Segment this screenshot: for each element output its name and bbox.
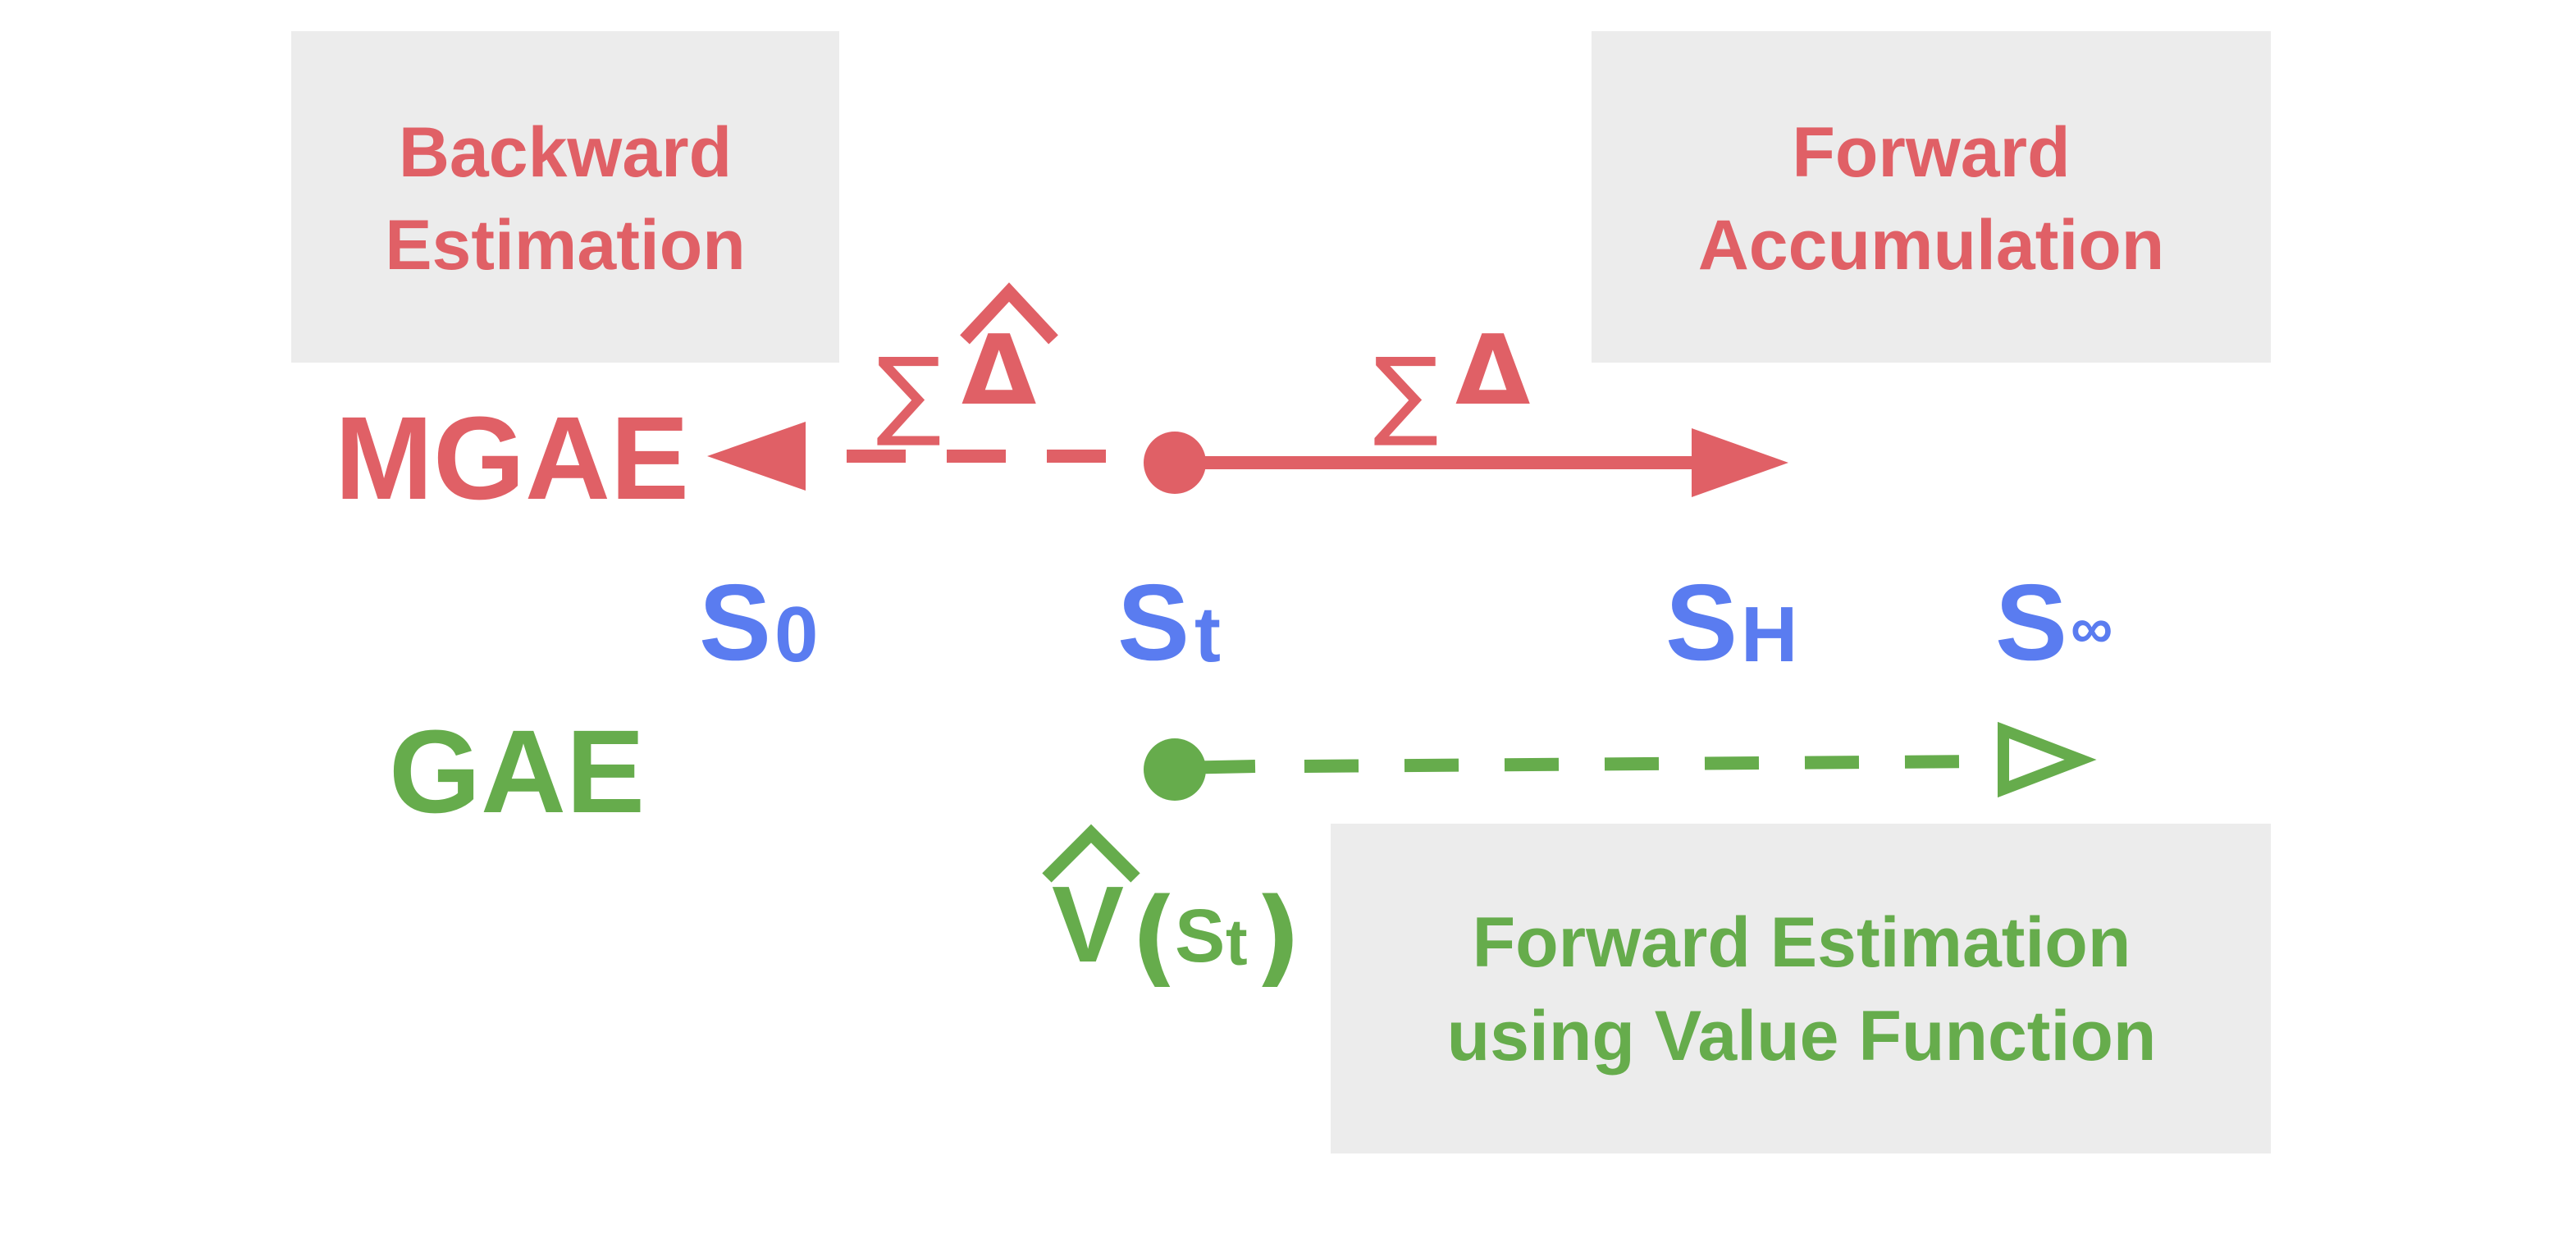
forward-delta: Δ xyxy=(1455,313,1530,427)
value-function-label: V ( S t ) xyxy=(1042,824,1302,998)
forward-estimation-line2: using Value Function xyxy=(1447,997,2157,1076)
forward-accumulation-line1: Forward xyxy=(1792,113,2070,192)
forward-accumulation-box: Forward Accumulation xyxy=(1592,31,2271,363)
value-close-paren: ) xyxy=(1254,876,1302,998)
forward-estimation-box-bg xyxy=(1331,824,2271,1153)
forward-sigma: ∑ xyxy=(1373,336,1439,450)
backward-estimation-line2: Estimation xyxy=(385,206,746,285)
forward-sum-symbol: ∑ Δ xyxy=(1373,313,1530,450)
value-open-paren: ( xyxy=(1130,876,1179,998)
backward-estimation-line1: Backward xyxy=(399,113,732,192)
forward-accumulation-line2: Accumulation xyxy=(1698,206,2165,285)
estimate-arrow-icon xyxy=(1998,721,2097,798)
state-sh-sub: H xyxy=(1741,591,1797,678)
value-state-sub: t xyxy=(1226,906,1248,979)
state-sh-symbol: S xyxy=(1665,562,1738,683)
backward-estimation-box-bg xyxy=(291,31,839,363)
forward-accumulation-box-bg xyxy=(1592,31,2271,363)
state-st-symbol: S xyxy=(1117,562,1190,683)
state-sinf-symbol: S xyxy=(1995,562,2067,683)
forward-estimation-line1: Forward Estimation xyxy=(1473,903,2131,982)
v-hat-icon xyxy=(1042,824,1140,883)
gae-solid-stub xyxy=(1174,760,1256,774)
value-symbol: V xyxy=(1052,864,1124,984)
hat-icon xyxy=(960,282,1058,345)
forward-arrow-icon xyxy=(1692,428,1788,497)
state-s0: S 0 xyxy=(699,562,818,683)
state-s0-symbol: S xyxy=(699,562,771,683)
mgae-label: MGAE xyxy=(335,392,689,524)
state-st: S t xyxy=(1117,562,1221,683)
gae-dashed-line xyxy=(1304,755,1985,773)
state-sinf: S ∞ xyxy=(1995,562,2112,683)
backward-sum-symbol: ∑ Δ xyxy=(876,282,1058,450)
gae-st-node xyxy=(1144,738,1206,801)
state-sinf-sub: ∞ xyxy=(2071,596,2112,661)
state-s0-sub: 0 xyxy=(774,591,818,678)
state-sh: S H xyxy=(1665,562,1797,683)
backward-estimation-box: Backward Estimation xyxy=(291,31,839,363)
value-state-symbol: S xyxy=(1175,894,1225,978)
forward-estimation-box: Forward Estimation using Value Function xyxy=(1331,824,2271,1153)
state-st-sub: t xyxy=(1194,591,1221,678)
gae-label: GAE xyxy=(389,706,645,838)
backward-sigma: ∑ xyxy=(876,336,942,450)
backward-arrow-icon xyxy=(707,422,806,491)
